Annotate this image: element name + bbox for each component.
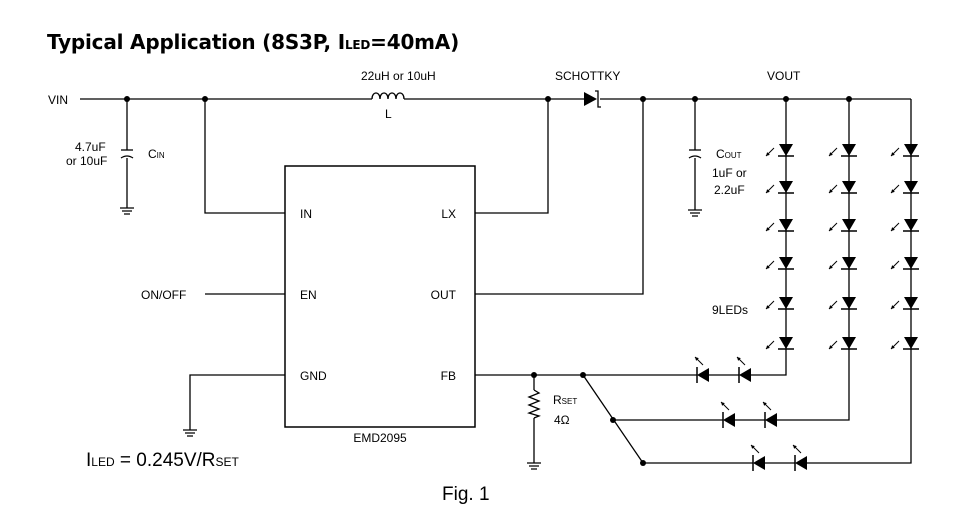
led-icon: [828, 219, 857, 232]
pin-lx-label: LX: [441, 207, 456, 221]
pin-gnd-label: GND: [300, 369, 327, 383]
ground-symbol-cout: [688, 209, 702, 217]
vin-label: VIN: [48, 93, 68, 107]
rset-value-label: 4Ω: [554, 413, 570, 427]
led-icon: [890, 144, 919, 157]
cin-ref-label: CIN: [148, 147, 165, 161]
led-icon: [765, 297, 794, 310]
ic-name-label: EMD2095: [353, 431, 407, 445]
led-horizontal-pairs: [694, 356, 807, 471]
schottky-diode-symbol: [584, 90, 601, 108]
ic-body: [284, 165, 476, 428]
led-icon: [890, 181, 919, 194]
led-columns: [765, 144, 919, 350]
junction-dots: [124, 96, 852, 466]
cout-value-line1: 1uF or: [712, 166, 747, 180]
vout-label: VOUT: [767, 69, 801, 83]
cin-capacitor-symbol: [120, 149, 134, 159]
led-icon: [828, 181, 857, 194]
iled-formula: ILED = 0.245V/RSET: [86, 450, 239, 471]
led-icon: [750, 444, 765, 471]
figure-caption: Fig. 1: [442, 484, 490, 505]
led-icon: [765, 219, 794, 232]
cin-value-line2: or 10uF: [66, 154, 107, 168]
cout-ref-label: COUT: [716, 147, 742, 161]
rset-resistor-symbol: [527, 389, 541, 419]
led-icon: [765, 257, 794, 270]
leds-note-label: 9LEDs: [712, 303, 748, 317]
pin-fb-label: FB: [441, 369, 456, 383]
cout-value-line2: 2.2uF: [714, 183, 745, 197]
led-icon: [828, 337, 857, 350]
led-icon: [828, 257, 857, 270]
led-icon: [765, 337, 794, 350]
led-icon: [890, 257, 919, 270]
ground-symbol-rset: [527, 462, 541, 470]
led-icon: [792, 444, 807, 471]
inductor-value-label: 22uH or 10uH: [361, 69, 436, 83]
pin-out-label: OUT: [431, 288, 457, 302]
led-icon: [828, 144, 857, 157]
inductor-ref-label: L: [385, 107, 392, 121]
pin-in-label: IN: [300, 207, 312, 221]
led-icon: [765, 144, 794, 157]
rset-ref-label: RSET: [553, 393, 577, 407]
diagram-title: Typical Application (8S3P, ILED=40mA): [47, 30, 460, 54]
led-icon: [694, 356, 709, 383]
inductor-symbol: [371, 92, 405, 100]
pin-en-label: EN: [300, 288, 317, 302]
led-icon: [828, 297, 857, 310]
led-icon: [890, 337, 919, 350]
wiring: [80, 98, 912, 464]
cin-value-line1: 4.7uF: [75, 140, 106, 154]
on-off-label: ON/OFF: [141, 288, 186, 302]
led-icon: [765, 181, 794, 194]
led-icon: [736, 356, 751, 383]
ground-symbol-cin: [120, 207, 134, 215]
led-icon: [890, 297, 919, 310]
cout-capacitor-symbol: [688, 149, 702, 159]
led-icon: [890, 219, 919, 232]
led-icon: [762, 401, 777, 428]
schottky-label: SCHOTTKY: [555, 69, 620, 83]
led-icon: [720, 401, 735, 428]
ground-symbol-ic: [183, 429, 197, 437]
